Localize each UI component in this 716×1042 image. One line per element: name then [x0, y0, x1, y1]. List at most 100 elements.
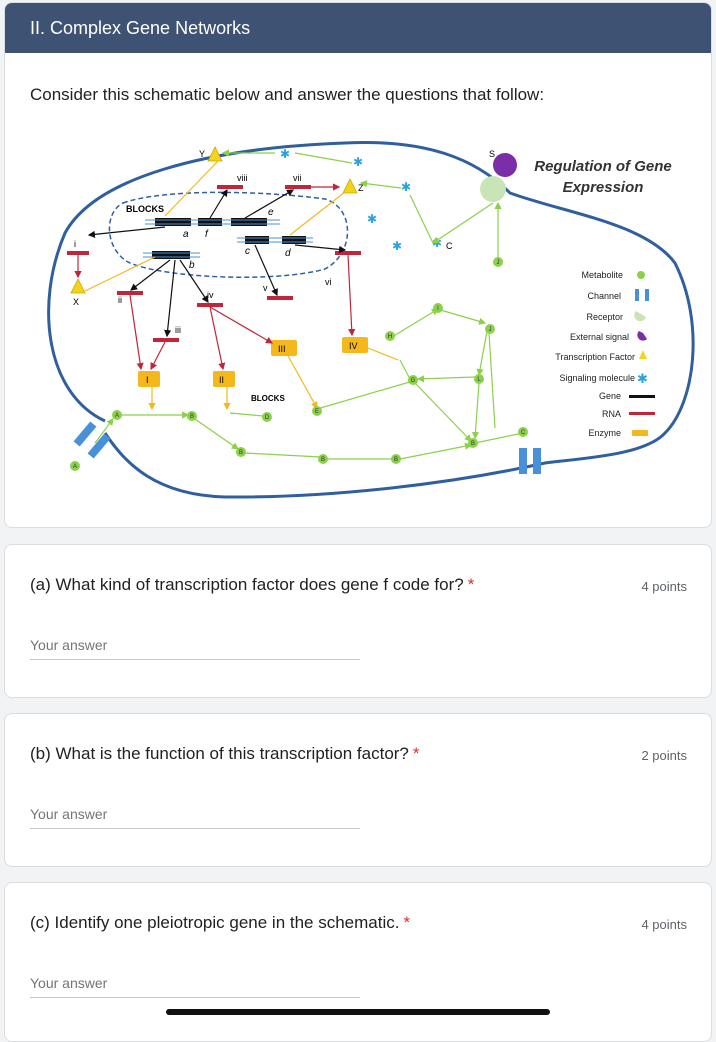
metabolite-label-J: J	[497, 260, 500, 266]
metabolite-label-I: I	[437, 306, 439, 312]
legend-label-external-signal: External signal	[570, 332, 629, 342]
question-points: 2 points	[641, 748, 687, 763]
required-asterisk: *	[403, 913, 411, 932]
legend-label-metabolite: Metabolite	[581, 270, 623, 280]
answer-input[interactable]: Your answer	[30, 975, 360, 998]
channel-right-1	[519, 448, 527, 474]
metabolite-label-L: L	[477, 377, 481, 383]
signaling-star-3: ✱	[401, 180, 411, 194]
legend-label-gene: Gene	[599, 391, 621, 401]
question-title: (c) Identify one pleiotropic gene in the…	[30, 913, 400, 932]
metabolite-label-B2: B	[239, 450, 243, 456]
section-title: II. Complex Gene Networks	[30, 17, 251, 38]
metabolite-A-inner	[112, 410, 122, 420]
metabolite-B-2	[236, 447, 246, 457]
legend-label-transcription-factor: Transcription Factor	[555, 352, 635, 362]
channel-right-2	[533, 448, 541, 474]
enzyme-IV	[342, 337, 368, 353]
rna-bar-icon	[629, 412, 655, 415]
metabolite-label-B5: B	[471, 441, 475, 447]
transcription-factor-triangle-icon	[639, 350, 647, 359]
metabolite-label-B3: B	[321, 457, 325, 463]
signal-label-C: C	[446, 241, 453, 251]
answer-input[interactable]: Your answer	[30, 637, 360, 660]
rna-viii	[217, 185, 243, 189]
legend-label-rna: RNA	[602, 409, 621, 419]
question-title: (b) What is the function of this transcr…	[30, 744, 409, 763]
required-asterisk: *	[467, 575, 475, 594]
channel-bars-icon	[635, 289, 639, 301]
metabolite-H	[385, 331, 395, 341]
legend-label-receptor: Receptor	[586, 312, 623, 322]
metabolite-C	[518, 427, 528, 437]
gene-group	[152, 218, 306, 259]
metabolite-L	[474, 374, 484, 384]
legend-label-enzyme: Enzyme	[588, 428, 621, 438]
rna-label-vi: vi	[325, 277, 332, 287]
signaling-star-2: ✱	[353, 155, 363, 169]
gene-b	[152, 251, 190, 259]
gene-e	[231, 218, 267, 226]
gene-f	[198, 218, 222, 226]
external-signal-icon-legend	[637, 331, 647, 341]
channel-left-1	[73, 421, 97, 447]
rna-v	[267, 296, 293, 300]
metabolite-label-J2: J	[489, 327, 492, 333]
metabolite-label-E: E	[315, 409, 319, 415]
gene-label-a: a	[183, 229, 189, 240]
channel-left-2	[87, 433, 111, 459]
gene-bar-icon	[629, 395, 655, 398]
metabolite-B-4	[391, 454, 401, 464]
rna-label-iii: iii	[175, 325, 181, 335]
receptor-icon	[480, 176, 506, 202]
enzyme-II	[213, 371, 235, 387]
enzyme-I	[138, 371, 160, 387]
signaling-star-1: ✱	[280, 147, 290, 161]
metabolite-label-D: D	[265, 415, 270, 421]
metabolite-label-A-outer: A	[73, 464, 77, 470]
metabolite-J-2	[485, 324, 495, 334]
rna-iv	[197, 303, 223, 307]
diagram-heading-line2: Expression	[563, 179, 644, 196]
diagram-heading-line1: Regulation of Gene	[534, 158, 672, 175]
signaling-star-icon: ✱	[637, 371, 648, 386]
rna-label-i: i	[74, 239, 76, 249]
home-indicator	[166, 1009, 550, 1015]
metabolite-label-B: B	[190, 414, 194, 420]
cell-membrane	[47, 140, 695, 499]
tf-label-Y: Y	[199, 149, 205, 159]
metabolite-B-5	[468, 438, 478, 448]
rna-vii	[285, 185, 311, 189]
gene-label-c: c	[245, 246, 250, 257]
gene-d	[282, 236, 306, 244]
tf-label-X: X	[73, 297, 79, 307]
gene-label-e: e	[268, 207, 274, 218]
enzyme-label-I: I	[146, 375, 149, 385]
legend: Metabolite Channel Receptor External sig…	[555, 270, 635, 438]
blocks-label-nucleus: BLOCKS	[126, 204, 164, 214]
metabolite-D	[262, 412, 272, 422]
legend-label-channel: Channel	[587, 291, 621, 301]
rna-vi	[335, 251, 361, 255]
required-asterisk: *	[412, 744, 420, 763]
gene-network-diagram: a f e b c d BLOCKS i ii iii iv v vi vii …	[47, 140, 695, 499]
metabolite-J-1	[493, 257, 503, 267]
blocks-label-enzyme: BLOCKS	[251, 394, 285, 403]
rna-iii	[153, 338, 179, 342]
question-card-c: (c) Identify one pleiotropic gene in the…	[4, 882, 712, 1042]
metabolite-label-G: G	[411, 378, 416, 384]
metabolite-B-3	[318, 454, 328, 464]
section-header: II. Complex Gene Networks	[5, 3, 711, 53]
answer-input[interactable]: Your answer	[30, 806, 360, 829]
signaling-star-5: ✱	[392, 239, 402, 253]
metabolite-label-A: A	[115, 413, 119, 419]
gene-c	[245, 236, 269, 244]
tf-label-Z: Z	[358, 183, 364, 193]
signaling-star-4: ✱	[367, 212, 377, 226]
tf-Z	[342, 178, 358, 194]
enzyme-label-III: III	[278, 344, 286, 354]
tf-X	[70, 278, 86, 294]
gene-a	[155, 218, 191, 226]
metabolite-label-H: H	[388, 334, 392, 340]
gene-label-b: b	[189, 260, 195, 271]
